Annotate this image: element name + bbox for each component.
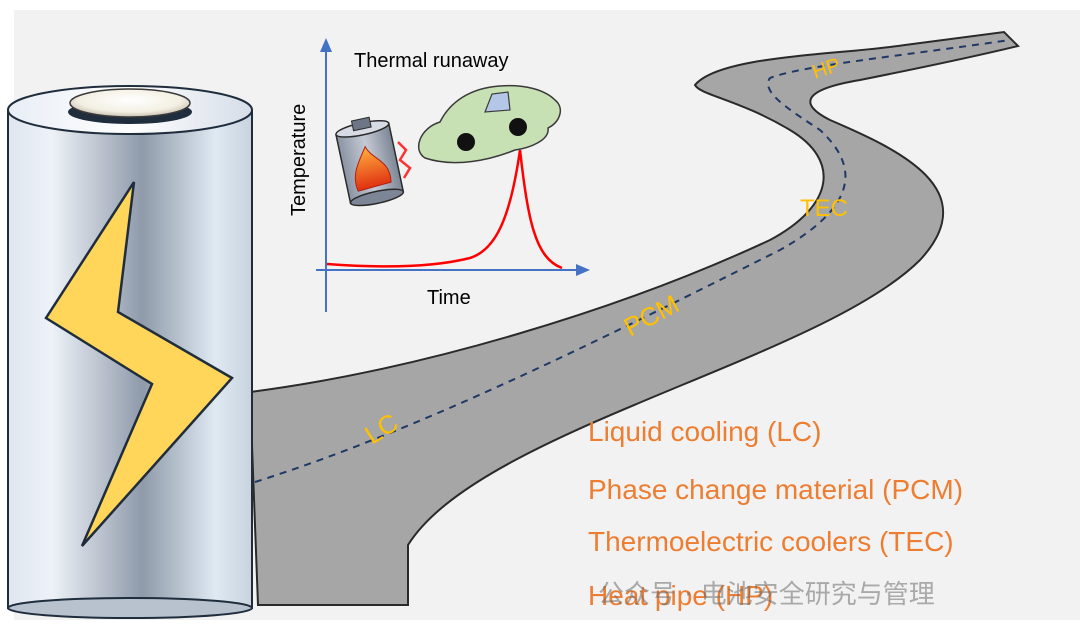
legend-item-lc: Liquid cooling (LC) xyxy=(588,416,822,447)
car-icon xyxy=(418,84,562,164)
inset-y-axis-arrow xyxy=(320,38,332,52)
legend-item-tec: Thermoelectric coolers (TEC) xyxy=(588,526,954,557)
lightning-bolt-icon xyxy=(44,181,234,547)
road-label-tec: TEC xyxy=(800,195,848,222)
road-center-line xyxy=(254,39,1011,483)
inset-chart-xlabel: Time xyxy=(427,287,471,309)
inset-chart-ylabel: Temperature xyxy=(288,104,310,216)
inset-x-axis-arrow xyxy=(576,264,590,276)
watermark: 公众号 · 电池安全研究与管理 xyxy=(598,580,935,610)
legend-item-hp: Heat pipe (HP) xyxy=(588,580,774,611)
inset-chart-title: Thermal runaway xyxy=(354,50,509,72)
spark-icon xyxy=(397,141,412,179)
burning-battery-icon xyxy=(335,116,405,207)
temperature-curve xyxy=(326,149,563,270)
inset-chart: Thermal runaway Time Temperature xyxy=(288,38,590,312)
road xyxy=(248,30,1020,606)
legend-item-pcm: Phase change material (PCM) xyxy=(588,474,964,505)
